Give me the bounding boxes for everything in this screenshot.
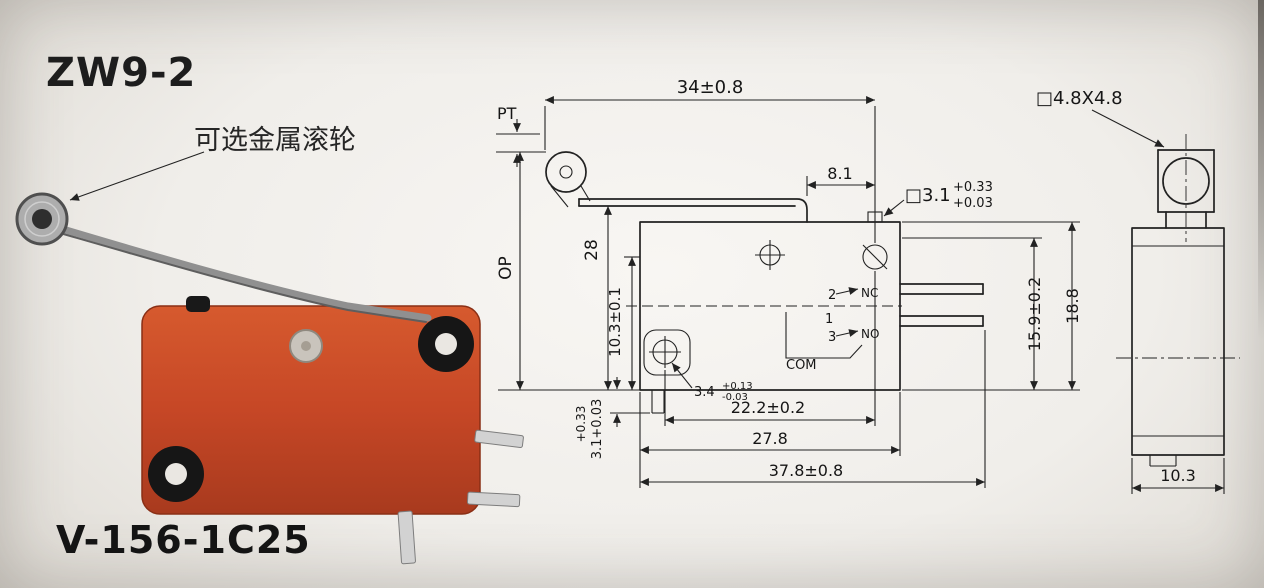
model-number: V-156-1C25 [56, 518, 311, 562]
front-view-drawing: 34±0.8 PT 8.1 □3.1 +0.33 +0.03 OP 28 10.… [496, 77, 1082, 488]
side-outline [1116, 134, 1240, 467]
corner-fittings [148, 316, 474, 502]
dim-pivot-offset-label: 8.1 [827, 164, 852, 183]
terminal-outlines [899, 283, 984, 327]
dim-depth-label: 10.3 [1160, 466, 1196, 485]
terminal-no-label: NO [861, 327, 879, 341]
side-view-labels: □4.8X4.8 10.3 [1036, 88, 1196, 485]
dim-overall-width-label: 37.8±0.8 [769, 461, 843, 480]
dimension-lines [496, 96, 1080, 488]
terminal-1-label: 1 [825, 312, 833, 327]
operating-position-label: OP [496, 256, 516, 280]
com-size-label: 3.1+0.03 [590, 399, 605, 460]
dim-body-height-label: 15.9±0.2 [1025, 277, 1044, 351]
roller-size-label: □4.8X4.8 [1036, 88, 1123, 109]
terminal-com-label: COM [786, 358, 817, 373]
roller-note: 可选金属滚轮 [194, 125, 356, 156]
photo-edge-shadow [1258, 0, 1264, 340]
hole-tol-upper-label: +0.13 [722, 381, 753, 392]
series-title: ZW9-2 [46, 50, 197, 96]
side-dimensions [1091, 109, 1225, 494]
terminal-3-label: 3 [828, 330, 836, 345]
side-view-drawing: □4.8X4.8 10.3 [1036, 88, 1240, 494]
roller-lever [15, 192, 432, 323]
dim-free-height-label: 28 [582, 239, 602, 261]
switch-body [141, 305, 481, 515]
rivet [289, 329, 323, 363]
front-view-labels: 34±0.8 PT 8.1 □3.1 +0.33 +0.03 OP 28 10.… [496, 77, 1082, 480]
roller-annotation-arrow [69, 151, 205, 201]
terminal-2-label: 2 [828, 288, 836, 303]
terminal-prongs [397, 429, 524, 565]
switch-body-outline [626, 211, 902, 414]
pretravel-label: PT [497, 104, 517, 123]
product-photo [15, 192, 524, 565]
dim-hole-span-label: 22.2±0.2 [731, 398, 805, 417]
plunger-button [186, 296, 210, 312]
dim-body-width-label: 27.8 [752, 429, 788, 448]
plunger-tol-lower-label: +0.03 [953, 196, 993, 211]
hole-size-label: 3.4 [694, 385, 715, 400]
dim-lever-length-label: 34±0.8 [677, 77, 744, 98]
terminal-nc-label: NC [861, 286, 878, 300]
dim-overall-height-label: 18.8 [1063, 288, 1082, 324]
lever-outline [545, 151, 808, 223]
com-tol-upper-label: +0.33 [574, 406, 588, 443]
plunger-tol-upper-label: +0.33 [953, 180, 993, 195]
plunger-size-label: □3.1 [905, 185, 951, 206]
hole-tol-lower-label: -0.03 [722, 392, 748, 403]
dim-hole-height-label: 10.3±0.1 [606, 287, 624, 357]
